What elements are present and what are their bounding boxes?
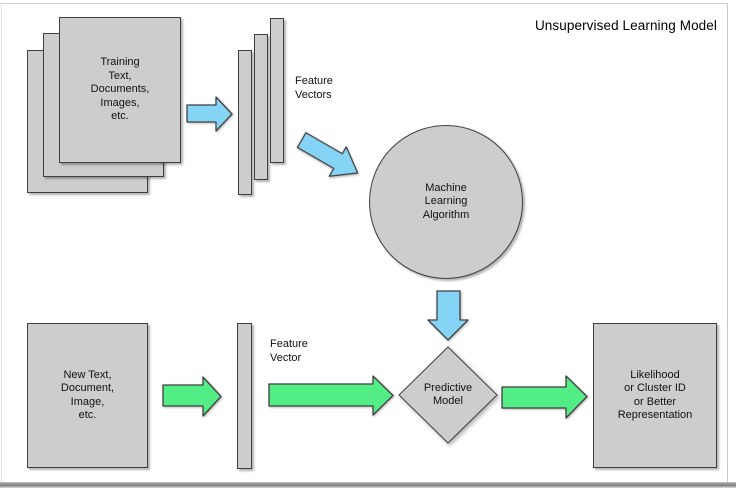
canvas-border-bottom	[0, 482, 736, 488]
canvas-border-right	[727, 3, 728, 482]
feature-vector-label: Feature Vector	[270, 338, 308, 364]
feature-vector-bar-2	[254, 34, 268, 180]
feature-vectors-label: Feature Vectors	[295, 75, 333, 101]
canvas-border-top	[0, 3, 728, 4]
machine-learning-algorithm-node: Machine Learning Algorithm	[369, 125, 523, 279]
feature-vector-bar-3	[270, 18, 284, 163]
feature-vector-bar	[237, 323, 252, 469]
predictive-model-node: Predictive Model	[398, 346, 498, 444]
output-node: Likelihood or Cluster ID or Better Repre…	[593, 323, 717, 468]
new-input-node: New Text, Document, Image, etc.	[27, 323, 148, 468]
stacked-document-front: Training Text, Documents, Images, etc.	[59, 17, 181, 163]
canvas-border-left	[1, 3, 2, 482]
blue-arrow-docs-to-vectors	[186, 96, 233, 132]
blue-arrow-vectors-to-algorithm	[296, 132, 359, 177]
machine-learning-algorithm-label: Machine Learning Algorithm	[422, 181, 470, 221]
blue-arrow-algorithm-to-model	[427, 290, 469, 341]
green-arrow-input-to-vector	[162, 376, 222, 417]
predictive-model-label: Predictive Model	[423, 381, 473, 408]
diamond-shape	[398, 346, 498, 444]
feature-vector-bar-1	[238, 50, 252, 195]
output-label: Likelihood or Cluster ID or Better Repre…	[617, 368, 693, 422]
new-input-label: New Text, Document, Image, etc.	[60, 368, 115, 422]
diagram-title: Unsupervised Learning Model	[534, 18, 717, 33]
training-documents-label: Training Text, Documents, Images, etc.	[90, 56, 150, 123]
green-arrow-vector-to-model	[268, 375, 394, 416]
green-arrow-model-to-output	[501, 375, 588, 419]
